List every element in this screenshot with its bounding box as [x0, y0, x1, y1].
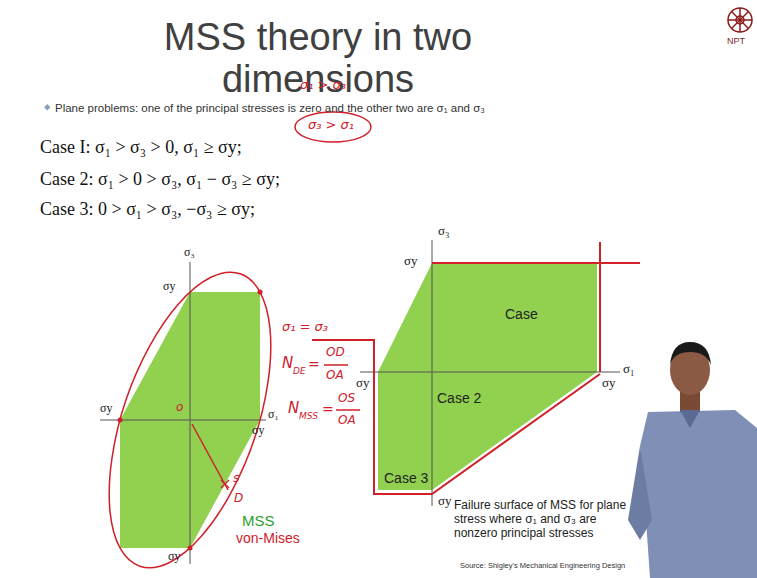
region-label: Case — [505, 306, 538, 322]
axis-line — [100, 420, 266, 421]
bullet-mark — [44, 104, 50, 110]
handwritten-note: σ₁ > σ₃ — [300, 78, 346, 93]
axis-label: σy — [100, 402, 112, 416]
presenter-figure — [628, 342, 757, 578]
case-condition: Case 3: 0 > σ₁ > σ₃, −σ₃ ≥ σy; — [40, 199, 255, 220]
source-note: Source: Shigley's Mechanical Engineering… — [460, 562, 625, 571]
case-condition: Case I: σ₁ > σ₃ > 0, σ₁ ≥ σy; — [40, 137, 242, 158]
mss-region — [378, 263, 597, 490]
curve-label: von-Mises — [236, 530, 300, 546]
logo — [728, 8, 752, 32]
figure-caption: Failure surface of MSS for plane stress … — [454, 498, 629, 540]
fraction-bar — [336, 409, 360, 411]
axis-label: σy — [438, 494, 452, 509]
handwritten-note: OA — [326, 369, 344, 383]
axis-label: σy — [404, 254, 418, 269]
case-condition: Case 2: σ₁ > 0 > σ₃, σ₁ − σ₃ ≥ σy; — [40, 169, 280, 190]
handwritten-note: σ₁ = σ₃ — [282, 320, 328, 335]
axis-label: σ₃ — [438, 224, 450, 239]
axis-label: σy — [252, 424, 264, 438]
axis-label: σy — [356, 376, 370, 391]
handwritten-note: OD — [326, 346, 345, 360]
handwritten-note: OS — [338, 392, 355, 406]
handwritten-subscript: DE — [293, 366, 306, 376]
handwritten-note: N — [282, 355, 293, 372]
axis-line — [360, 372, 620, 373]
axis-line — [190, 262, 191, 564]
handwritten-circle — [295, 112, 371, 142]
handwritten-point: s — [233, 472, 239, 486]
axis-label: σy — [168, 550, 180, 564]
curve-label: MSS — [242, 512, 275, 529]
corner-dots — [118, 290, 263, 551]
handwritten-note: σ₃ > σ₁ — [308, 118, 354, 133]
handwritten-note: = — [308, 356, 320, 372]
fraction-bar — [324, 364, 348, 366]
handwritten-note: N — [288, 400, 299, 417]
axis-label: σ₁ — [623, 362, 635, 377]
bullet-text: Plane problems: one of the principal str… — [55, 102, 485, 115]
handwritten-outline — [312, 242, 640, 494]
axis-line — [432, 240, 433, 506]
axis-label: σy — [602, 376, 616, 391]
cross-mark — [221, 480, 229, 488]
region-label: Case 2 — [437, 390, 481, 406]
von-mises-ellipse — [80, 218, 301, 578]
axis-label: σ₃ — [184, 246, 195, 260]
handwritten-note: = — [322, 401, 334, 417]
region-label: Case 3 — [384, 470, 428, 486]
handwritten-point: o — [176, 401, 183, 415]
axis-label: σ₁ — [268, 408, 279, 422]
handwritten-note: OA — [338, 414, 356, 428]
logo-text: NPT — [727, 36, 745, 46]
handwritten-line — [192, 424, 228, 490]
handwritten-subscript: MSS — [299, 411, 318, 421]
handwritten-point: D — [234, 492, 243, 506]
axis-label: σy — [163, 280, 175, 294]
